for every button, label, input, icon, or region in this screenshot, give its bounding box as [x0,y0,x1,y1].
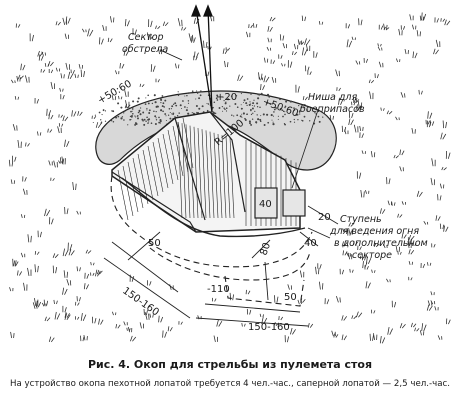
niche-depth-label: 40 [259,199,272,210]
sector-label-line1: Сектор [128,32,164,43]
niche-label-line2: боеприпасов [300,104,365,115]
niche-label-line1: Ниша для [308,92,357,103]
figure-caption-subtitle: На устройство окопа пехотной лопатой тре… [10,379,450,389]
depth-label: -110 [207,284,230,295]
step-label-line2: для ведения огня [329,226,419,237]
front-80-label: 80 [258,241,273,257]
parapet-mound [92,90,337,171]
callout-leaders [291,109,339,225]
step-label-line1: Ступень [340,214,382,225]
step-label-line4: секторе [352,250,392,261]
top-elevation: +20 [216,92,237,103]
left-50-label: 50 [148,238,161,249]
ammunition-niche [254,187,306,219]
left-width-label: 150-160 [120,285,161,318]
bottom-width-label: 150-160 [248,322,290,333]
sector-label-line2: обстрела [122,44,168,55]
bottom-50-label: 50 [284,292,297,303]
grass-hatching [8,12,451,344]
dimension-lines [103,227,331,327]
dashed-footprint [110,175,313,307]
step-height-label: 20 [318,212,331,223]
trench-pit [111,111,306,238]
sector-of-fire-lines [159,4,213,113]
step-width-label: 40 [304,238,317,249]
figure-caption-title: Рис. 4. Окоп для стрельбы из пулемета ст… [88,358,372,371]
step-label-line3: в дополнительном [334,238,428,249]
